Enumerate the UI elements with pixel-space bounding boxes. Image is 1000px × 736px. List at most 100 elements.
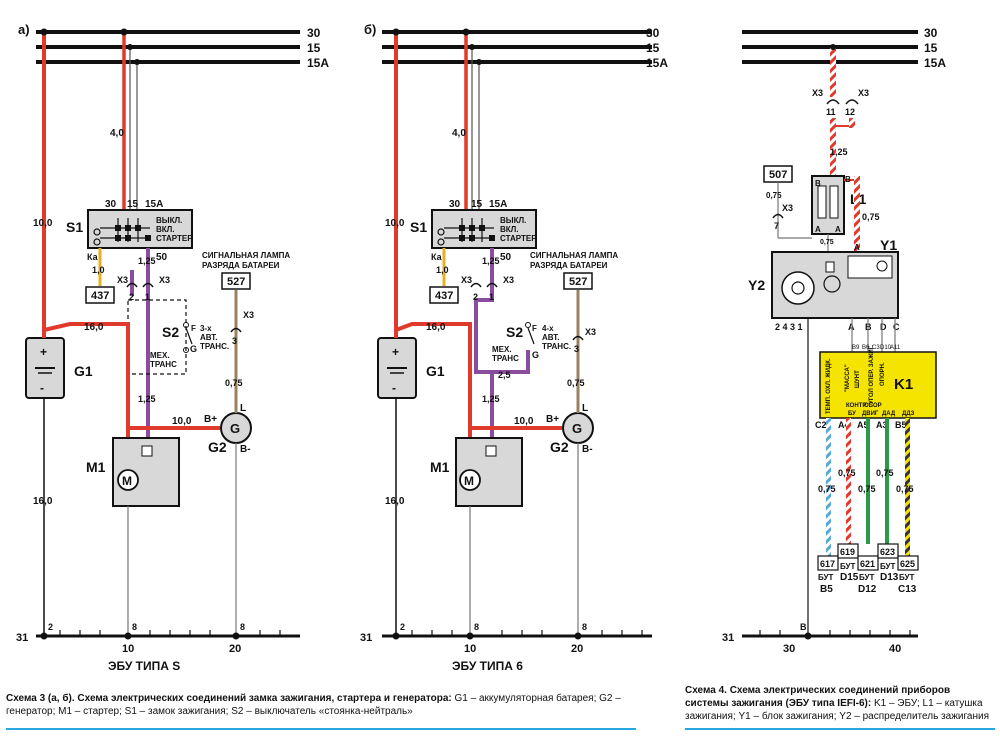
svg-text:2: 2 — [129, 292, 134, 302]
svg-text:ДАД: ДАД — [882, 411, 896, 417]
svg-text:437: 437 — [91, 290, 109, 302]
svg-text:Х3: Х3 — [585, 327, 596, 337]
svg-text:10,0: 10,0 — [514, 416, 534, 427]
svg-text:D12: D12 — [858, 584, 877, 595]
svg-text:ТРАНС: ТРАНС — [492, 354, 519, 363]
svg-text:ТРАНС.: ТРАНС. — [200, 342, 229, 351]
svg-text:-: - — [392, 381, 396, 395]
wire-blue-hatched — [826, 418, 831, 556]
svg-text:ТЕМП. ОХЛ. ЖИДК.: ТЕМП. ОХЛ. ЖИДК. — [826, 358, 832, 414]
svg-text:M: M — [464, 474, 474, 488]
svg-text:M1: M1 — [430, 459, 450, 475]
svg-text:527: 527 — [569, 276, 587, 288]
svg-text:0,75: 0,75 — [838, 468, 856, 478]
svg-text:31: 31 — [360, 632, 372, 644]
svg-text:A5: A5 — [857, 420, 869, 430]
svg-text:0,75: 0,75 — [225, 378, 243, 388]
svg-text:30: 30 — [783, 643, 795, 655]
svg-text:619: 619 — [840, 547, 855, 557]
svg-text:СИГНАЛЬНАЯ ЛАМПА: СИГНАЛЬНАЯ ЛАМПА — [202, 251, 290, 260]
svg-text:507: 507 — [769, 169, 787, 181]
svg-text:B: B — [800, 622, 807, 632]
scheme-4: 30 15 15А Х3 Х3 11 12 1,25 507 0,75 Х3 7… — [722, 26, 946, 655]
wire-feed-hatched — [830, 47, 836, 97]
svg-text:15А: 15А — [489, 199, 507, 210]
svg-text:F: F — [191, 324, 196, 333]
svg-text:2: 2 — [473, 292, 478, 302]
svg-text:15: 15 — [127, 199, 139, 210]
svg-text:10,0: 10,0 — [385, 218, 405, 229]
svg-text:ДВИГ: ДВИГ — [862, 411, 879, 417]
svg-text:A: A — [854, 243, 860, 252]
s2-label: S2 — [162, 324, 179, 340]
svg-text:1,25: 1,25 — [830, 147, 848, 157]
svg-text:M: M — [122, 474, 132, 488]
svg-text:0,75: 0,75 — [896, 484, 914, 494]
svg-text:A: A — [835, 225, 841, 234]
svg-text:20: 20 — [229, 643, 241, 655]
svg-text:ОПОРН.: ОПОРН. — [880, 362, 886, 386]
svg-text:ТРАНС: ТРАНС — [150, 360, 177, 369]
svg-text:2 4 3 1: 2 4 3 1 — [775, 322, 803, 332]
svg-text:B9: B9 — [852, 345, 860, 351]
connector-437 — [85, 286, 115, 304]
g2-label: G2 — [208, 439, 227, 455]
svg-text:8: 8 — [240, 622, 245, 632]
svg-text:Ка: Ка — [87, 252, 99, 262]
svg-text:ВКЛ.: ВКЛ. — [500, 225, 519, 234]
svg-text:16,0: 16,0 — [385, 496, 405, 507]
wire-yellow-hatched — [905, 418, 910, 556]
svg-text:Х3: Х3 — [159, 275, 170, 285]
svg-text:F: F — [532, 324, 537, 333]
svg-text:16,0: 16,0 — [33, 496, 53, 507]
svg-text:G: G — [230, 421, 240, 436]
svg-text:ВЫКЛ.: ВЫКЛ. — [500, 216, 526, 225]
svg-text:437: 437 — [435, 290, 453, 302]
svg-text:B-: B- — [582, 444, 593, 455]
sensor-connectors: 617 619 621 623 625 — [817, 543, 919, 571]
svg-text:Х3: Х3 — [503, 275, 514, 285]
svg-text:621: 621 — [860, 559, 875, 569]
svg-text:Х3: Х3 — [243, 310, 254, 320]
svg-text:15: 15 — [646, 41, 660, 55]
svg-text:A3: A3 — [876, 420, 888, 430]
svg-text:РАЗРЯДА БАТАРЕИ: РАЗРЯДА БАТАРЕИ — [202, 261, 280, 270]
svg-text:1,25: 1,25 — [482, 394, 500, 404]
svg-text:16,0: 16,0 — [426, 322, 446, 333]
svg-text:0,75: 0,75 — [820, 239, 834, 246]
k1-label: K1 — [894, 376, 913, 393]
svg-text:A: A — [815, 225, 821, 234]
svg-text:"МАССА": "МАССА" — [845, 364, 851, 392]
svg-text:11: 11 — [826, 107, 836, 117]
connector-527 — [221, 272, 251, 290]
svg-text:A4: A4 — [838, 420, 850, 430]
svg-text:0,75: 0,75 — [766, 191, 782, 200]
caption-scheme-3: Схема 3 (а, б). Схема электрических соед… — [6, 692, 636, 718]
svg-text:L: L — [582, 403, 588, 414]
svg-text:0,75: 0,75 — [858, 484, 876, 494]
svg-text:3: 3 — [574, 344, 579, 354]
caption-scheme-4: Схема 4. Схема электрических соединений … — [685, 684, 995, 723]
svg-text:3: 3 — [232, 336, 237, 346]
svg-text:БУТ: БУТ — [899, 573, 915, 582]
svg-text:Х3: Х3 — [858, 88, 869, 98]
svg-text:АВТ.: АВТ. — [542, 333, 559, 342]
svg-text:ОБОР: ОБОР — [864, 403, 882, 409]
svg-text:A11: A11 — [890, 345, 901, 351]
svg-text:ВКЛ.: ВКЛ. — [156, 225, 175, 234]
ecu-k1 — [819, 351, 937, 419]
wire-1-25-starter-b — [474, 248, 494, 456]
svg-text:16,0: 16,0 — [84, 322, 104, 333]
svg-text:G: G — [572, 421, 582, 436]
svg-text:B+: B+ — [546, 414, 559, 425]
svg-text:3-х: 3-х — [200, 324, 212, 333]
svg-text:31: 31 — [16, 632, 28, 644]
wire-green-2 — [885, 418, 889, 544]
bus-15a-label: 15А — [307, 56, 329, 70]
svg-text:15А: 15А — [646, 56, 668, 70]
y2-label: Y2 — [748, 277, 765, 293]
svg-text:-: - — [40, 381, 44, 395]
svg-text:1: 1 — [145, 292, 150, 302]
svg-text:1,25: 1,25 — [138, 256, 156, 266]
svg-text:БУТ: БУТ — [840, 562, 856, 571]
